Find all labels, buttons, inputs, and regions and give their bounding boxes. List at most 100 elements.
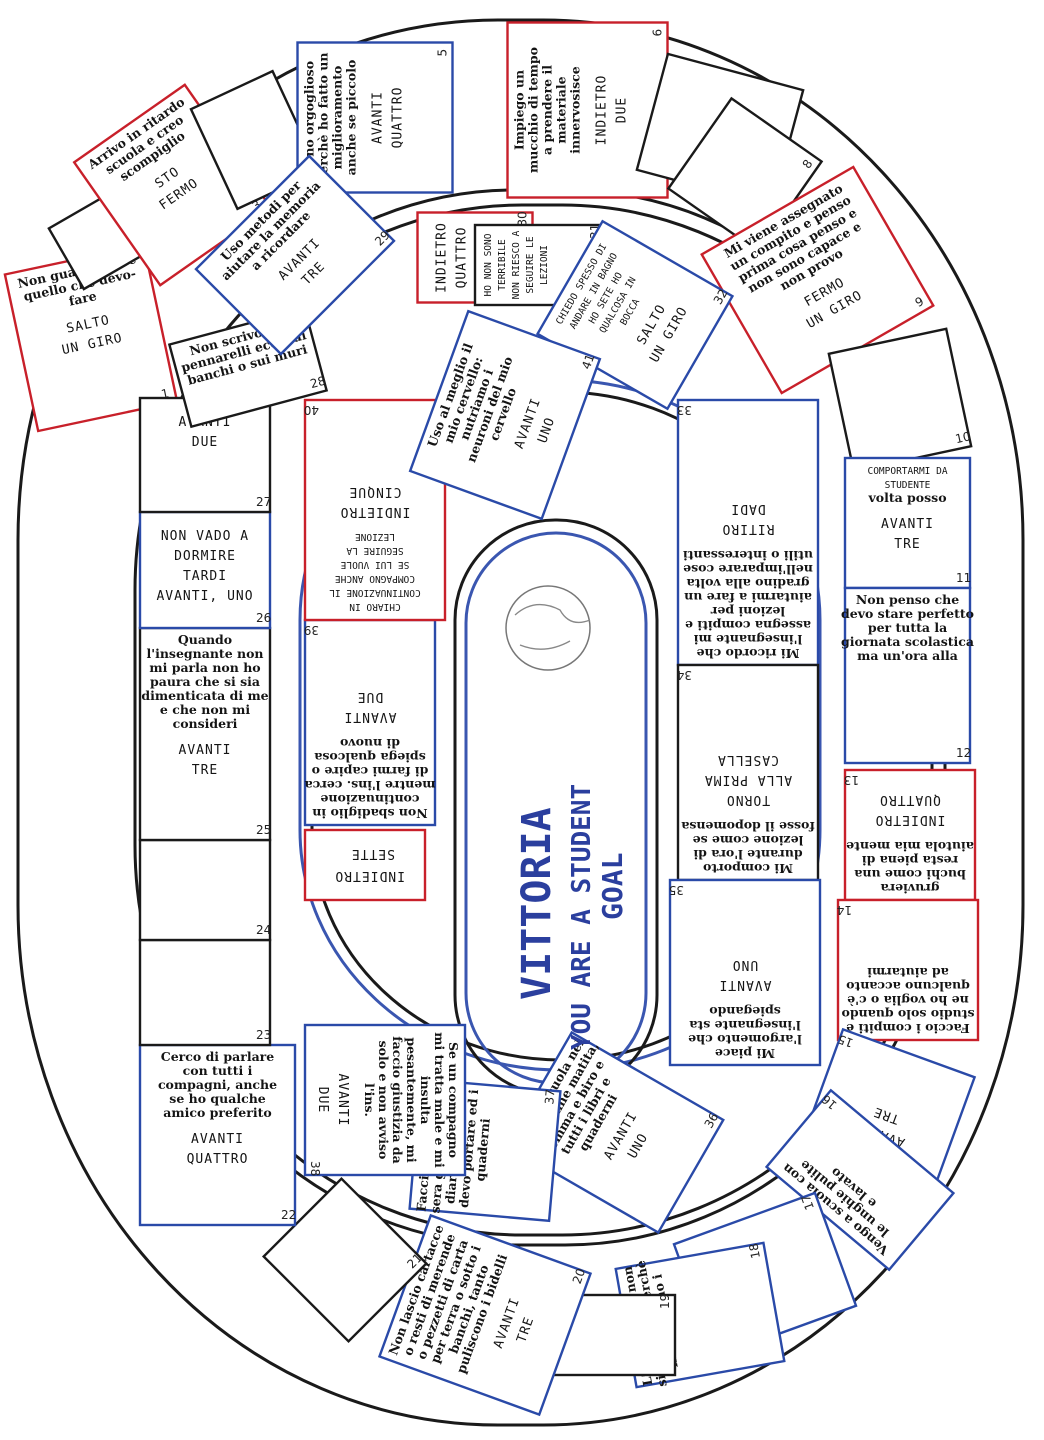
cell-border — [138, 838, 272, 942]
cell-border — [261, 1176, 429, 1344]
cell-text: mi tratta male e mi — [432, 1032, 447, 1168]
cell-text: SEGUIRE LA — [346, 545, 403, 556]
center-cell-sette: INDIETRO SETTE — [303, 828, 427, 902]
cell-text: durante l'ora di — [693, 847, 802, 862]
cell-number: 39 — [304, 623, 319, 637]
cell-action: DUE — [615, 97, 630, 123]
cell-text: lezione come se — [693, 833, 804, 848]
cell-text: quaderni — [472, 1117, 492, 1181]
cell-text: amico preferito — [163, 1105, 271, 1120]
center-cell-line1: INDIETRO — [334, 868, 405, 883]
cell-number: 36 — [702, 1110, 722, 1130]
cell-number: 22 — [281, 1208, 296, 1222]
cell-border — [138, 1043, 297, 1227]
cell-action: DUE — [192, 435, 218, 450]
cell-action: INDIETRO — [340, 504, 411, 519]
cell-number: 19 — [658, 1294, 672, 1309]
cell-text: Mi ricordo che — [697, 646, 800, 661]
cell-text: se ho qualche — [169, 1091, 265, 1106]
cell-border — [843, 456, 972, 590]
board-cell-c10: 10 — [827, 327, 973, 473]
cell-text: utili o interessanti — [683, 548, 813, 563]
cell-action: CINQUE — [349, 484, 402, 499]
cell-text: mentre l'ins. cerca — [305, 778, 436, 793]
cell-text: continuazione — [320, 792, 419, 807]
cell-action: INDIETRO — [595, 75, 610, 146]
cell-number: 5 — [436, 49, 450, 57]
cell-text: Mi piace — [715, 1046, 775, 1061]
cell-text: perchè ho fatto un — [316, 53, 331, 183]
cell-text: HO NON SONO — [483, 233, 494, 296]
cell-action: AVANTI — [179, 743, 232, 758]
cell-text: faccio giustizia da — [390, 1036, 405, 1163]
cell-action: DORMIRE — [174, 549, 236, 564]
cell-action: AVANTI — [719, 977, 772, 992]
cell-text: ad aiutarmi — [867, 965, 949, 980]
cell-number: 30 — [516, 211, 530, 226]
cell-text: pesantemente, mi — [404, 1037, 419, 1163]
cell-text: dimenticata di me — [141, 688, 268, 703]
cell-text: miglioramento — [330, 66, 345, 170]
cell-text: Sono orgoglioso — [302, 61, 317, 174]
cell-text: TERRIBILE — [497, 239, 508, 291]
cell-text: a prendere il — [540, 65, 555, 155]
cell-number: 26 — [256, 611, 271, 625]
outer-track-border — [16, 18, 1025, 1427]
cell-action: DUE — [315, 1087, 330, 1113]
cell-border — [764, 1088, 956, 1272]
cell-text: l'insegnante non — [146, 646, 263, 661]
cell-border — [408, 309, 602, 521]
cell-text: SEGUIRE LE — [525, 236, 536, 293]
cell-number: 1 — [160, 386, 170, 401]
cell-text: solo e non avviso — [376, 1041, 391, 1160]
cell-number: 11 — [956, 571, 971, 585]
cell-border — [827, 327, 973, 473]
cell-action: QUATTRO — [455, 227, 470, 289]
cell-border — [676, 398, 820, 667]
cell-number: 13 — [844, 773, 859, 787]
goal-student: YOU ARE A STUDENT — [567, 784, 597, 1050]
cell-number: 41 — [579, 352, 597, 371]
cell-action: QUATTRO — [391, 87, 406, 149]
cell-action: AVANTI — [344, 709, 397, 724]
cell-number: 34 — [677, 668, 692, 682]
cell-action: RITIRO — [722, 521, 775, 536]
cell-text: insulta — [418, 1076, 433, 1125]
cell-text: assegna compiti e — [685, 618, 811, 633]
cell-action: ALLA PRIMA — [704, 772, 792, 787]
cell-border — [138, 938, 272, 1047]
cell-number: 38 — [308, 1161, 322, 1176]
cell-text: Cerco di parlare — [161, 1049, 274, 1064]
cell-text: NON RIESCO A — [511, 230, 522, 299]
cell-action: TRE — [192, 763, 218, 778]
cell-text: COMPAGNO ANCHE — [335, 573, 415, 584]
cell-action: INDIETRO — [875, 812, 946, 827]
cell-text: qualcuno accanto — [846, 979, 970, 994]
cell-text: ma un'ora alla — [857, 648, 958, 663]
cell-number: 23 — [256, 1028, 271, 1042]
cell-border — [836, 898, 980, 1042]
goal-label: GOAL — [596, 853, 629, 920]
cell-text: ne ho voglia o c'è — [847, 993, 969, 1008]
cell-text: CHIARO IN — [349, 601, 401, 612]
cell-action: NON VADO A — [161, 529, 249, 544]
cell-text: paura che si sia — [150, 674, 260, 689]
cell-border — [194, 154, 396, 356]
cell-text: LEZIONE — [355, 531, 395, 542]
cell-action: QUATTRO — [187, 1152, 249, 1167]
board-cell-c24: 24 — [138, 838, 272, 942]
cell-text: spiegando — [709, 1004, 780, 1019]
cell-action: TRE — [894, 537, 920, 552]
cell-text: l'argomento che — [688, 1032, 802, 1047]
cell-action: TARDI — [183, 569, 227, 584]
cell-text: anche se piccolo — [344, 60, 359, 176]
cell-text: gradino alla volta — [687, 576, 810, 591]
cell-text: e che non mi — [160, 702, 250, 717]
